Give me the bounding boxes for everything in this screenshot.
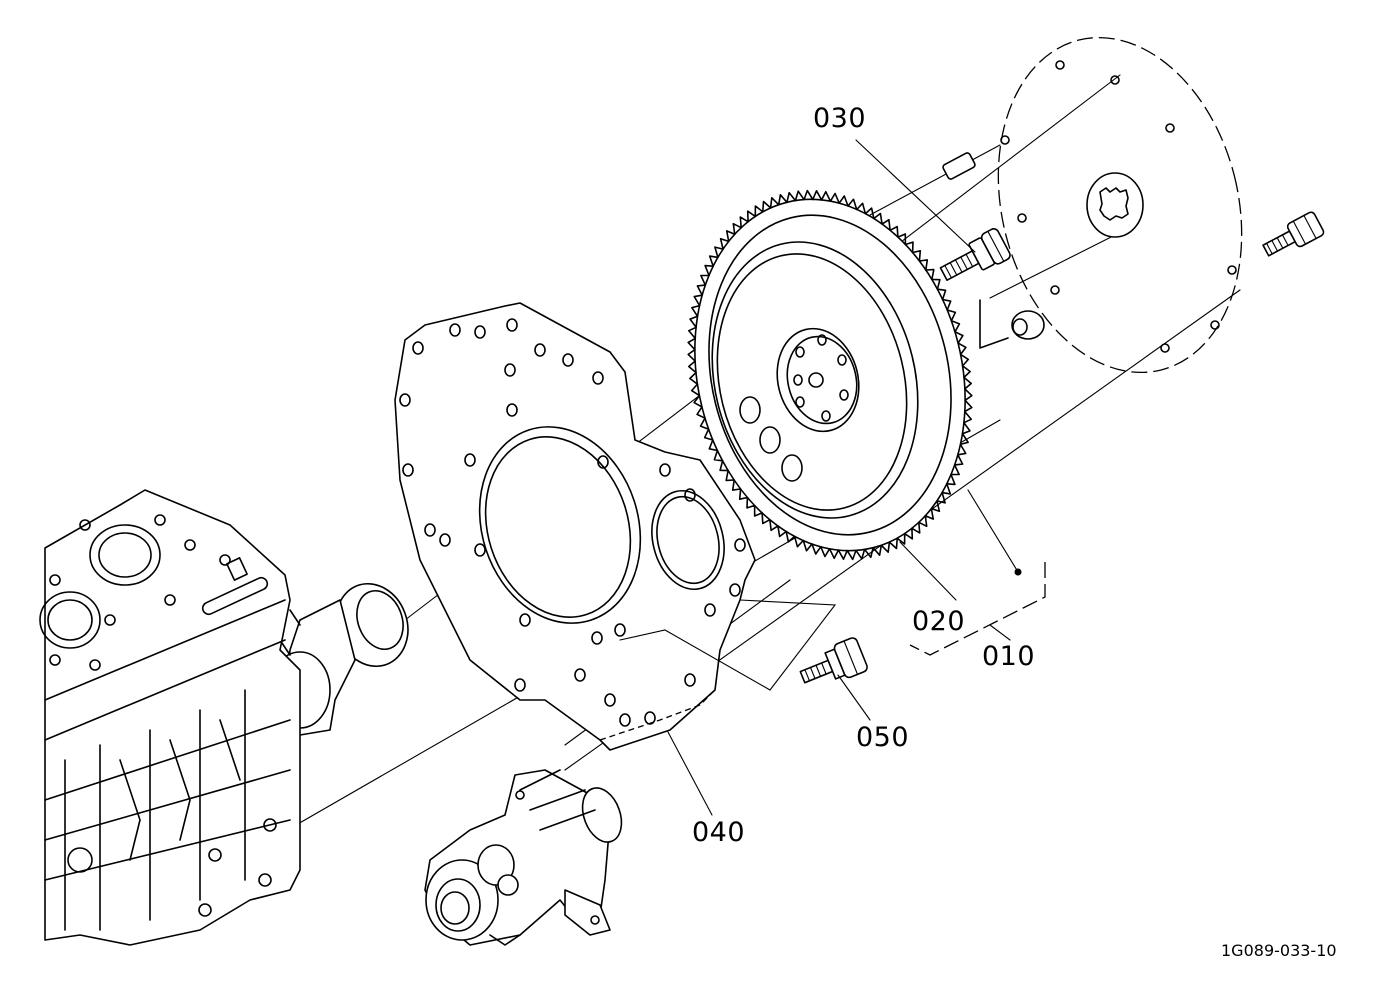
plate-bolt-hole: [449, 323, 461, 337]
part-label-030: 030: [813, 103, 867, 134]
plate-bolt-hole: [474, 325, 486, 339]
plate-bolt-hole: [619, 713, 631, 727]
plate-bolt-hole: [659, 463, 671, 477]
plate-bolt-hole: [504, 363, 516, 377]
part-label-040: 040: [692, 817, 746, 848]
ring-gear-teeth: [687, 189, 973, 561]
plate-bolt-hole: [439, 533, 451, 547]
plate-bolt-hole: [412, 341, 424, 355]
plate-bolt-hole: [464, 453, 476, 467]
plate-bolt-hole: [734, 538, 746, 552]
plate-bolt-hole: [597, 455, 609, 469]
drive-plate: [942, 36, 1325, 374]
engine-block: [39, 489, 301, 946]
plate-bolt-hole: [514, 678, 526, 692]
flywheel-ring-gear: [687, 189, 973, 561]
plate-bolt-hole: [399, 393, 411, 407]
leader-lines: [667, 139, 1046, 816]
housing-bolt: [799, 637, 868, 684]
plate-bolt-hole: [574, 668, 586, 682]
plate-bolt-hole: [684, 673, 696, 687]
plate-bolt-hole: [604, 693, 616, 707]
plate-bolt-hole: [534, 343, 546, 357]
part-label-010: 010: [982, 641, 1036, 672]
plate-bolt-hole: [684, 488, 696, 502]
plate-bolt-hole: [506, 318, 518, 332]
plate-bolt-hole: [592, 371, 604, 385]
plate-bolt-hole: [424, 523, 436, 537]
flywheel-housing-plate: [394, 302, 837, 751]
plate-bolt-hole: [506, 403, 518, 417]
plate-bolt-hole: [562, 353, 574, 367]
plate-bolt-hole: [704, 603, 716, 617]
flywheel-bolt: [939, 228, 1011, 282]
part-label-020: 020: [912, 606, 966, 637]
starter-motor: [424, 769, 623, 946]
drawing-code: 1G089-033-10: [1221, 941, 1337, 960]
plate-bolt-hole: [591, 631, 603, 645]
plate-bolt-hole: [729, 583, 741, 597]
plate-bolt-hole: [402, 463, 414, 477]
part-label-050: 050: [856, 722, 910, 753]
plate-bolt-hole: [519, 613, 531, 627]
plate-bolt-hole: [474, 543, 486, 557]
plate-bolt-hole: [614, 623, 626, 637]
